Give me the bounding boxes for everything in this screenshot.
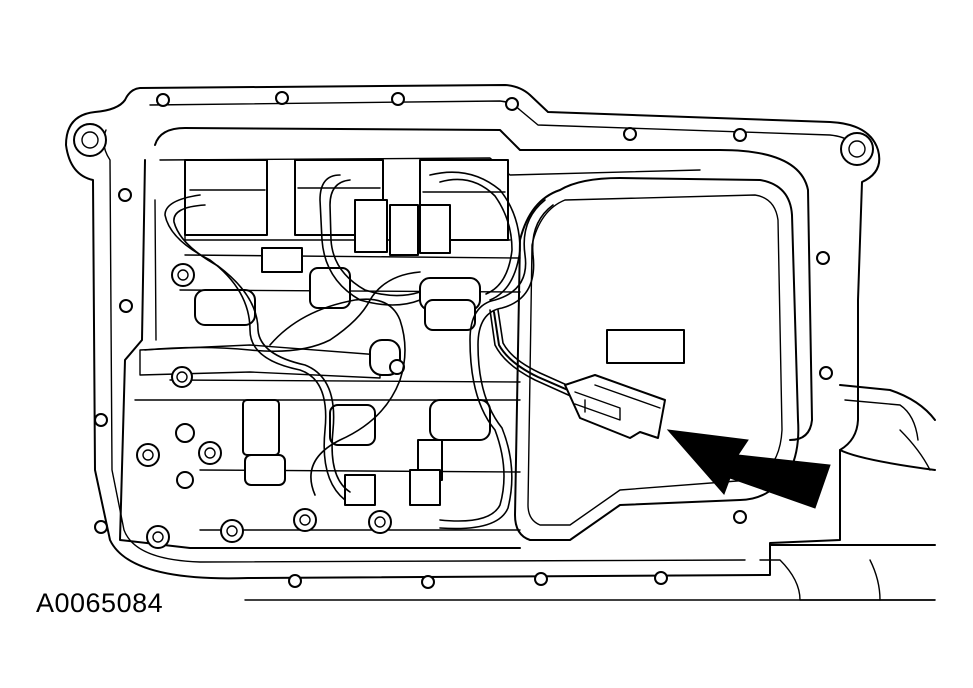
electrical-connector (564, 374, 666, 439)
figure-id-label: A0065084 (36, 588, 164, 618)
transmission-case (244, 384, 936, 601)
pan-gasket-flange (65, 84, 881, 580)
valve-spools (139, 267, 491, 506)
arrow-icon (666, 429, 831, 509)
wiring-harness (144, 171, 579, 530)
valve-body-bolts (136, 263, 392, 549)
gasket-bolt-holes (94, 91, 833, 589)
